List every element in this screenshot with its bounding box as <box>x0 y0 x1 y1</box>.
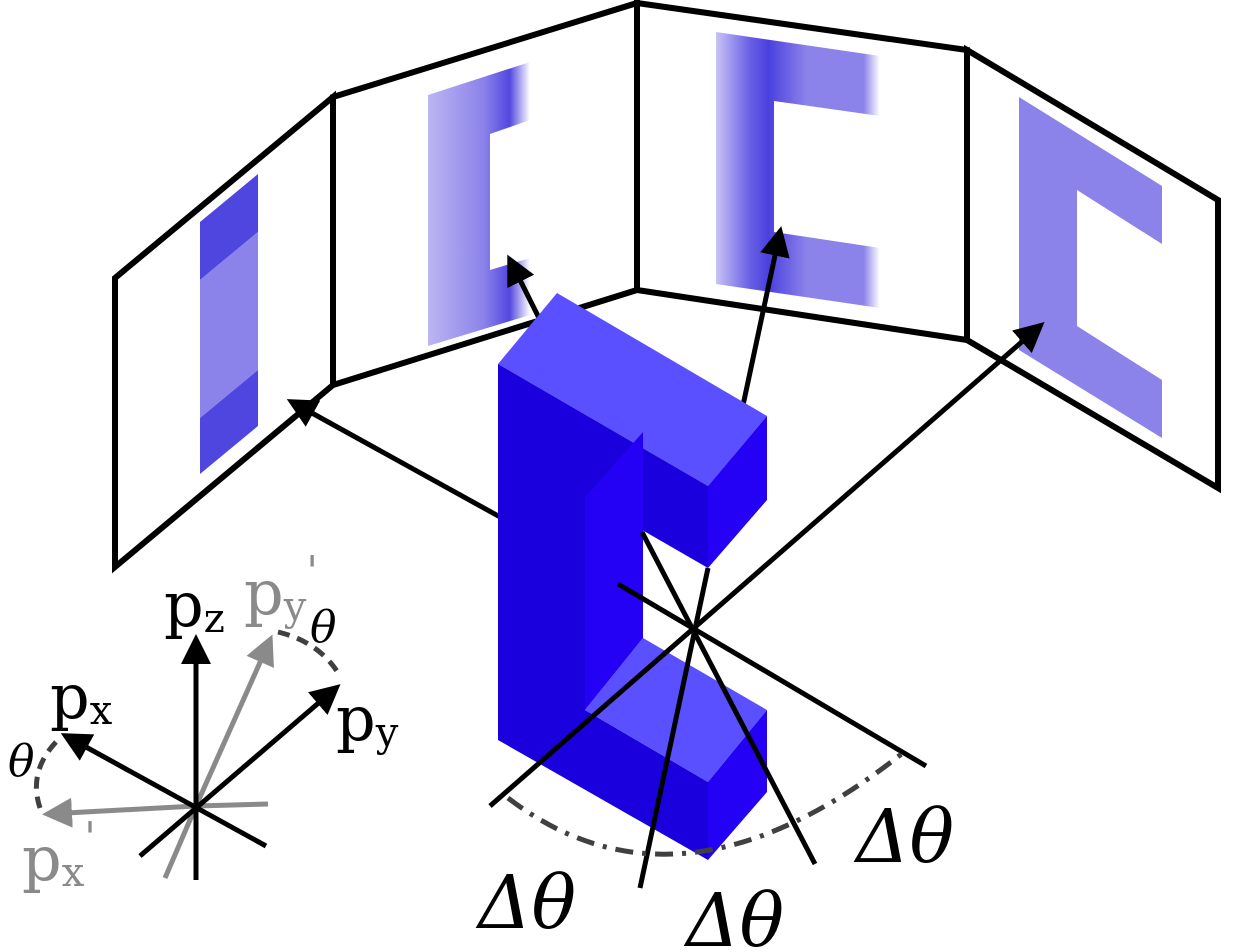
px-label: px <box>50 660 113 734</box>
py-label: py <box>336 682 399 756</box>
axis-labels: pz py' θ px py θ px' <box>8 547 399 896</box>
delta-theta-left: Δθ <box>475 860 576 946</box>
object-inner-wall <box>585 432 643 710</box>
projection-image-4 <box>1019 97 1162 438</box>
px-prime-axis <box>42 797 197 828</box>
px-prime-label: px' <box>22 813 96 896</box>
projection-image-2 <box>428 62 530 346</box>
px-prime-axis-back <box>195 801 269 809</box>
delta-theta-middle: Δθ <box>683 878 784 952</box>
py-prime-label: py' <box>244 547 318 630</box>
pz-label: pz <box>164 568 225 642</box>
py-prime-axis <box>193 634 274 808</box>
ray-panel-1 <box>286 399 522 531</box>
ray-panel-3 <box>739 226 790 411</box>
py-prime-axis-back <box>162 805 199 879</box>
px-axis <box>60 733 268 849</box>
line-to-left-angle <box>637 567 711 889</box>
object-top-face <box>498 293 767 486</box>
object-front-face <box>498 364 708 860</box>
theta-top-label: θ <box>310 602 337 653</box>
line-center-diagonal <box>616 581 928 769</box>
projection-image-1 <box>200 174 258 474</box>
py-axis <box>138 684 341 858</box>
theta-arc-left <box>33 740 58 809</box>
panel-4 <box>964 44 1221 494</box>
theta-left-label: θ <box>8 736 35 787</box>
line-to-right-angle <box>639 530 818 866</box>
rotation-lines <box>488 322 1045 889</box>
coordinate-axes <box>33 629 343 880</box>
delta-theta-right: Δθ <box>853 794 954 880</box>
delta-theta-arc <box>506 750 906 857</box>
theta-arc-top <box>277 629 343 678</box>
c-shaped-object <box>498 293 767 860</box>
projection-image-3 <box>716 32 880 308</box>
ray-panel-4 <box>488 322 1045 808</box>
object-side-top <box>708 416 767 568</box>
angle-labels: Δθ Δθ Δθ <box>475 794 954 952</box>
